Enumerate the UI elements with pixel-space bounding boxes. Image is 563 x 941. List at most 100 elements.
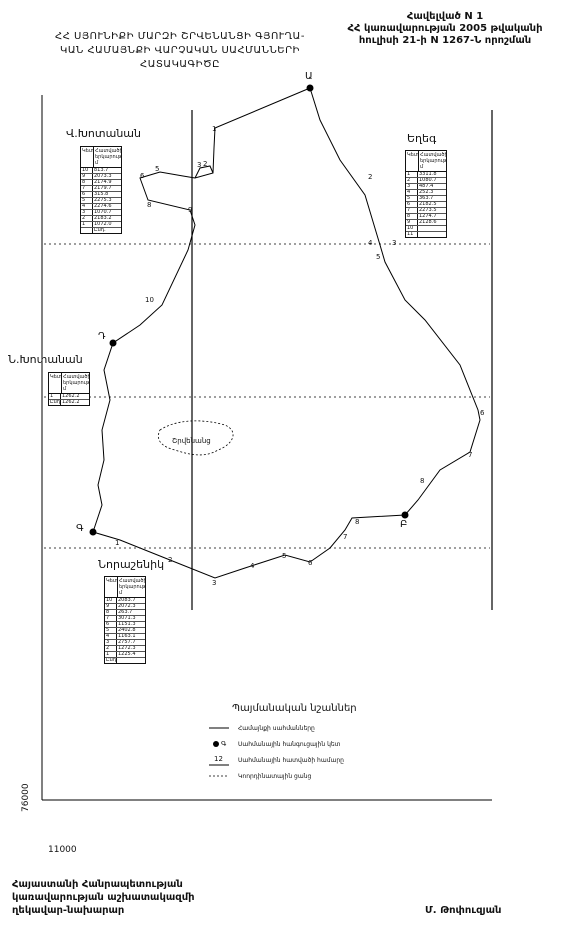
signature-name: Մ. Թոփուզյան [425, 905, 502, 916]
segment-number: 7 [343, 533, 348, 541]
table-header: Կետ [81, 147, 94, 167]
table-row: Ընդ.1262.2 [50, 400, 80, 405]
corner-label-d: Դ [98, 331, 106, 342]
segment-number: 5 [155, 165, 160, 173]
table-header: Կետ [49, 373, 62, 393]
legend-corner-symbol: Գ [221, 740, 227, 748]
decree-line-1: ՀՀ կառավարության 2005 թվականի [347, 23, 543, 34]
corner-point-b [401, 511, 409, 519]
segment-number: 2 [168, 556, 173, 564]
segment-number: 2 [203, 160, 208, 168]
legend-item-grid: Կոորդինատային ցանց [208, 770, 311, 782]
segment-number: 4 [250, 562, 255, 570]
corner-point-g [89, 528, 97, 536]
segment-number: 1 [212, 125, 217, 133]
legend-item-boundary: Համայնքի սահմանները [208, 722, 315, 734]
neighbor-east: Եղեգ [407, 132, 437, 145]
legend-item-segment: 12 Սահմանային հատվածի համարը [208, 754, 344, 766]
coordinate-grid [41, 95, 493, 801]
legend-number-symbol: 12 [214, 755, 223, 763]
segment-number: 9 [188, 206, 193, 214]
table-header: Կետ [105, 577, 118, 597]
legend-title: Պայմանական նշաններ [232, 703, 357, 714]
coordinate-x-label: 11000 [48, 845, 77, 855]
segment-number: 4 [368, 239, 373, 247]
table-header: Հատվածի երկարությունը, մ [420, 152, 446, 170]
corner-point-d [109, 339, 117, 347]
legend-label: Սահմանային հատվածի համարը [238, 756, 344, 764]
map-title-line-3: ՀԱՏԱԿԱԳԻԾԸ [140, 59, 220, 70]
segment-number: 3 [212, 579, 217, 587]
neighbor-south: Նորաշենիկ [98, 558, 165, 571]
segment-number: 10 [145, 296, 154, 304]
table-row: 10 [406, 226, 446, 232]
segment-number-icon: 12 [208, 754, 230, 766]
table-header: Հատվածի երկարությունը, մ [119, 578, 145, 596]
segment-number: 2 [368, 173, 373, 181]
corner-point-a [306, 84, 314, 92]
corner-point-icon: Գ [208, 738, 230, 750]
legend-label: Կոորդինատային ցանց [238, 772, 312, 780]
corner-label-a: Ա [305, 71, 313, 82]
segment-number: 1 [115, 539, 120, 547]
map-title-line-2: ԿԱՆ ՀԱՄԱՅՆՔԻ ՎԱՐՉԱԿԱՆ ՍԱՀՄԱՆՆԵՐԻ [60, 45, 300, 56]
neighbor-west-middle: Ն.Խոտանան [8, 353, 83, 366]
annex-label: Հավելված N 1 [406, 11, 484, 22]
segment-number: 8 [420, 477, 425, 485]
segment-number: 3 [197, 161, 202, 169]
community-boundary [92, 87, 481, 579]
corner-label-g: Գ [76, 523, 84, 534]
segment-number: 5 [376, 253, 381, 261]
map-title-line-1: ՀՀ ՍՅՈՒՆԻՔԻ ՄԱՐԶԻ ՇՐՎԵՆԱՆՑԻ ԳՅՈՒՂԱ- [55, 31, 305, 42]
village-enclave [158, 420, 234, 456]
segment-number: 8 [147, 201, 152, 209]
grid-line-icon [208, 770, 230, 782]
table-row: Ընդ. [106, 658, 117, 663]
boundary-notch [194, 165, 214, 179]
segment-number: 6 [480, 409, 485, 417]
neighbor-west-upper: Վ.Խոտանան [66, 127, 141, 140]
segment-number: 6 [140, 172, 145, 180]
footer-line-3: ղեկավար-նախարար [12, 905, 125, 916]
segment-number: 8 [355, 518, 360, 526]
table-header: Հատվածի երկարությունը, մ [95, 148, 121, 166]
segment-number: 5 [282, 552, 287, 560]
segment-number: 3 [392, 239, 397, 247]
decree-line-2: հուլիսի 21-ի N 1267-Ն որոշման [358, 35, 532, 46]
boundary-line-icon [208, 722, 230, 734]
segment-number: 6 [308, 559, 313, 567]
table-header: Կետ [406, 151, 419, 171]
legend-label: Համայնքի սահմանները [238, 724, 315, 732]
legend-label: Սահմանային հանգուցային կետ [238, 740, 341, 748]
table-row: Ընդ. [81, 228, 121, 233]
footer-line-1: Հայաստանի Հանրապետության [12, 879, 183, 890]
